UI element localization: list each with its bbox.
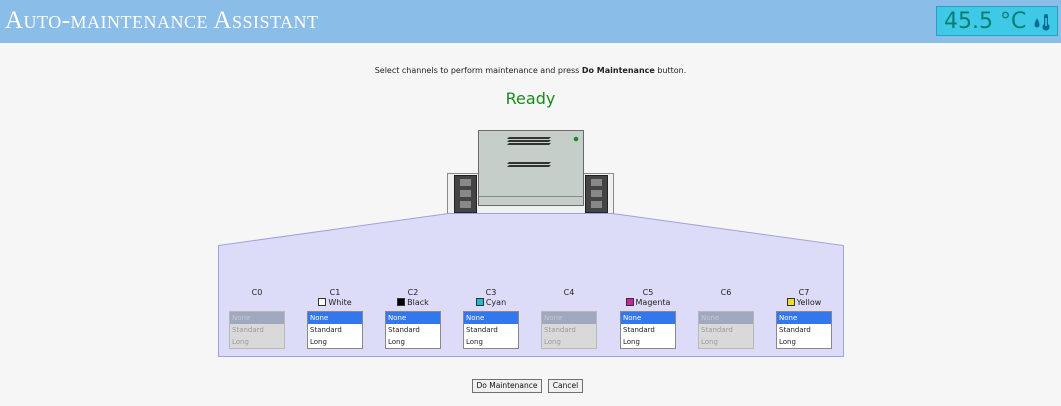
channel-name: C3 [485, 288, 497, 297]
option-standard[interactable]: Standard [388, 326, 420, 334]
option-standard: Standard [232, 326, 264, 334]
temperature-display: 45.5 °C [936, 6, 1058, 36]
channel-name: C1 [329, 288, 341, 297]
instruction-text: Select channels to perform maintenance a… [374, 66, 687, 75]
option-standard: Standard [701, 326, 733, 334]
option-none[interactable]: None [777, 312, 831, 324]
option-standard[interactable]: Standard [466, 326, 498, 334]
option-none[interactable]: None [386, 312, 440, 324]
app-title: Auto-maintenance Assistant [5, 7, 319, 34]
channel-color: Cyan [462, 298, 520, 308]
printhead-illustration [447, 130, 614, 214]
option-none: None [699, 312, 753, 324]
channel-name: C7 [798, 288, 810, 297]
option-standard[interactable]: Standard [310, 326, 342, 334]
channel-color [697, 298, 755, 308]
channel-name: C2 [407, 288, 419, 297]
temperature-value: 45.5 °C [944, 9, 1027, 34]
option-none[interactable]: None [308, 312, 362, 324]
option-long: Long [232, 338, 249, 346]
option-long[interactable]: Long [388, 338, 405, 346]
color-swatch [397, 298, 406, 306]
thermometer-icon [1034, 14, 1050, 31]
channel-name: C0 [251, 288, 263, 297]
color-label: Magenta [635, 298, 671, 307]
do-maintenance-button[interactable]: Do Maintenance [472, 379, 542, 393]
channel-name: C6 [720, 288, 732, 297]
status-text: Ready [505, 89, 556, 108]
color-swatch [475, 298, 484, 306]
option-long[interactable]: Long [779, 338, 796, 346]
color-label: Cyan [485, 298, 507, 307]
channel-name: C5 [642, 288, 654, 297]
color-label: White [328, 298, 352, 307]
channel-color: Magenta [619, 298, 677, 308]
option-standard[interactable]: Standard [623, 326, 655, 334]
color-label: Yellow [796, 298, 822, 307]
channel-name: C4 [563, 288, 575, 297]
option-long[interactable]: Long [310, 338, 327, 346]
option-none[interactable]: None [621, 312, 675, 324]
channel-color: White [306, 298, 364, 308]
channel-panel [218, 213, 844, 357]
option-long: Long [701, 338, 718, 346]
option-none[interactable]: None [464, 312, 518, 324]
channel-color [228, 298, 286, 308]
option-long[interactable]: Long [623, 338, 640, 346]
option-standard[interactable]: Standard [779, 326, 811, 334]
channel-color: Yellow [775, 298, 833, 308]
cancel-button[interactable]: Cancel [548, 379, 583, 393]
option-standard: Standard [544, 326, 576, 334]
color-swatch [625, 298, 634, 306]
channel-color [540, 298, 598, 308]
color-swatch [786, 298, 795, 306]
option-none: None [230, 312, 284, 324]
option-none: None [542, 312, 596, 324]
option-long: Long [544, 338, 561, 346]
color-label: Black [407, 298, 429, 307]
channel-color: Black [384, 298, 442, 308]
color-swatch [318, 298, 327, 306]
header-bar: Auto-maintenance Assistant 45.5 °C [0, 0, 1061, 43]
option-long[interactable]: Long [466, 338, 483, 346]
